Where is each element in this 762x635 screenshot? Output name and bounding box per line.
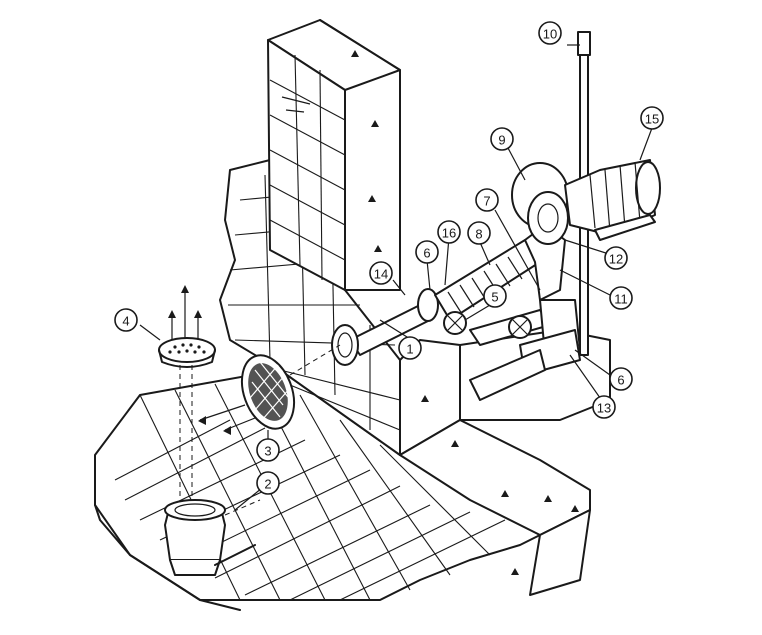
svg-text:14: 14 [374, 267, 388, 282]
callout-leaders [139, 44, 653, 511]
svg-text:8: 8 [475, 227, 482, 242]
callout-11: 11 [609, 286, 633, 310]
callout-2: 2 [256, 471, 280, 495]
tall-column [267, 19, 401, 291]
svg-text:6: 6 [423, 246, 430, 261]
surface-marks [351, 50, 579, 575]
svg-text:4: 4 [122, 314, 129, 329]
callout-7: 7 [475, 188, 499, 212]
callout-16: 16 [437, 220, 461, 244]
valve-right [508, 315, 532, 339]
svg-text:12: 12 [609, 252, 623, 267]
callout-15: 15 [640, 106, 664, 130]
callout-4: 4 [114, 308, 138, 332]
callout-5: 5 [483, 284, 507, 308]
svg-text:6: 6 [617, 373, 624, 388]
svg-text:7: 7 [483, 194, 490, 209]
svg-text:9: 9 [498, 133, 505, 148]
callout-12: 12 [604, 246, 628, 270]
callout-8: 8 [467, 221, 491, 245]
callout-9: 9 [490, 127, 514, 151]
svg-text:5: 5 [491, 290, 498, 305]
callout-14: 14 [369, 261, 393, 285]
callout-1: 1 [398, 336, 422, 360]
pump-volute [527, 191, 569, 245]
drain-pipe [469, 349, 546, 401]
callout-6-upper: 6 [415, 240, 439, 264]
flexible-hose [434, 239, 541, 321]
svg-text:10: 10 [543, 27, 557, 42]
svg-text:15: 15 [645, 112, 659, 127]
svg-text:2: 2 [264, 477, 271, 492]
wall-fitting [331, 324, 359, 366]
machine-room-block [399, 329, 611, 596]
floor-nozzle [158, 285, 216, 515]
svg-text:13: 13 [597, 401, 611, 416]
svg-text:1: 1 [406, 342, 413, 357]
callout-10: 10 [538, 21, 562, 45]
pipework [331, 31, 591, 401]
svg-text:16: 16 [442, 226, 456, 241]
callout-6-lower: 6 [609, 367, 633, 391]
callout-13: 13 [592, 395, 616, 419]
coupling-left [417, 288, 439, 322]
callout-3: 3 [256, 438, 280, 462]
motor-body [564, 159, 656, 236]
pump-assembly [511, 159, 661, 245]
svg-text:11: 11 [614, 292, 628, 307]
svg-text:3: 3 [264, 444, 271, 459]
valve-left [443, 311, 467, 335]
motor-base [594, 214, 656, 241]
inlet-grille [240, 354, 296, 430]
main-drain [164, 499, 261, 576]
